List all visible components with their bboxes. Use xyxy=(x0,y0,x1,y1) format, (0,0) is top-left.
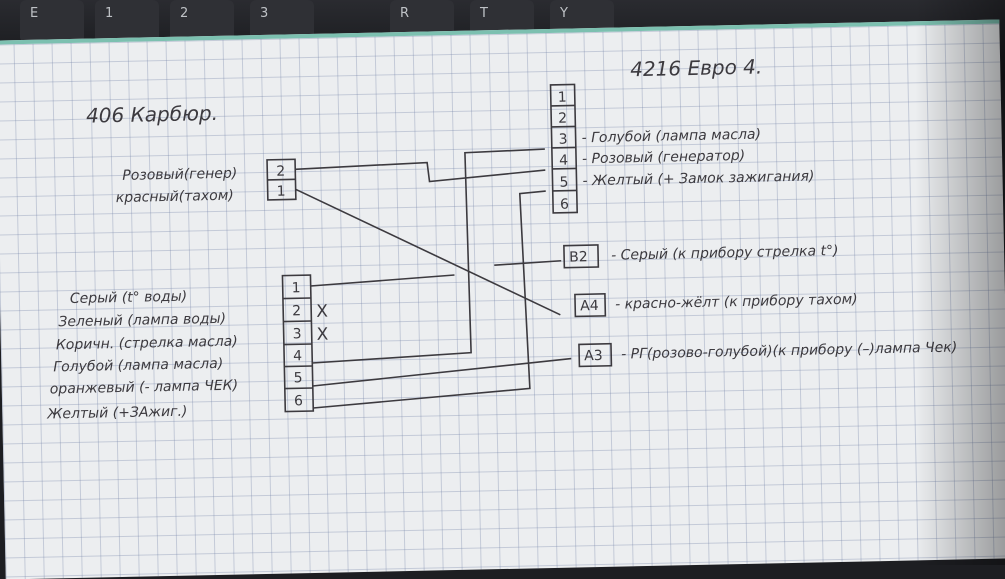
right-title: 4216 Евро 4. xyxy=(630,55,763,82)
connector-right-pin: 1 xyxy=(558,90,567,106)
connector-bottom-pin: 3 xyxy=(293,326,302,342)
connector-bottom-pin: 1 xyxy=(292,280,301,296)
plug-box xyxy=(574,293,607,318)
plug-label: - Серый (к прибору стрелка t°) xyxy=(611,243,839,264)
wire xyxy=(295,188,561,316)
grid-paper-sheet: 406 Карбюр. 4216 Евро 4. 2 1 Розовый(ген… xyxy=(0,19,1005,579)
plug-label: - РГ(розово-голубой)(к прибору (–)лампа … xyxy=(621,339,957,362)
wire xyxy=(295,161,546,183)
wire xyxy=(494,259,562,266)
connector-bottom-label: Коричн. (стрелка масла) xyxy=(56,334,238,354)
connector-bottom-label: Серый (t° воды) xyxy=(70,289,188,307)
connector-right-label: - Голубой (лампа масла) xyxy=(581,127,761,147)
connector-right-pin: 2 xyxy=(558,111,567,127)
connector-bottom-label: Голубой (лампа масла) xyxy=(53,356,223,376)
connector-bottom-label: оранжевый (- лампа ЧЕК) xyxy=(50,378,239,398)
plug-box xyxy=(563,244,600,269)
connector-top-label: Розовый(генер) xyxy=(122,166,237,184)
plug-box xyxy=(578,342,613,368)
connector-top-pin: 1 xyxy=(277,184,286,200)
wiring-sketch: 406 Карбюр. 4216 Евро 4. 2 1 Розовый(ген… xyxy=(46,55,957,423)
connector-right-label: - Розовый (генератор) xyxy=(582,148,745,167)
connector-bottom-pin: 4 xyxy=(293,348,302,364)
connector-right-box xyxy=(549,83,579,214)
connector-bottom-pin: 6 xyxy=(294,393,303,409)
cross-mark: X xyxy=(316,302,328,322)
cross-mark: X xyxy=(316,325,328,345)
connector-right-pin: 4 xyxy=(559,153,568,169)
wire xyxy=(313,190,546,409)
wire xyxy=(312,357,572,387)
plug-label: - красно-жёлт (к прибору тахом) xyxy=(615,292,858,313)
connector-bottom-label: Зеленый (лампа воды) xyxy=(58,311,226,331)
wire xyxy=(310,274,455,287)
connector-top-label: красный(тахом) xyxy=(116,188,234,206)
connector-right-label: - Желтый (+ Замок зажигания) xyxy=(582,168,814,189)
connector-bottom-pin: 5 xyxy=(293,370,302,386)
connector-bottom-label: Желтый (+ЗАжиг.) xyxy=(46,404,187,423)
connector-bottom-box xyxy=(281,274,315,413)
left-title: 406 Карбюр. xyxy=(86,101,218,128)
connector-top-pin: 2 xyxy=(276,164,285,180)
plug-pin: В2 xyxy=(569,249,588,265)
wire xyxy=(312,148,545,364)
plug-pin: А3 xyxy=(584,348,603,364)
connector-bottom-pin: 2 xyxy=(292,303,301,319)
plug-pin: А4 xyxy=(580,298,599,314)
connector-right-pin: 6 xyxy=(560,197,569,213)
connector-right-pin: 5 xyxy=(559,175,568,191)
connector-right-pin: 3 xyxy=(559,132,568,148)
